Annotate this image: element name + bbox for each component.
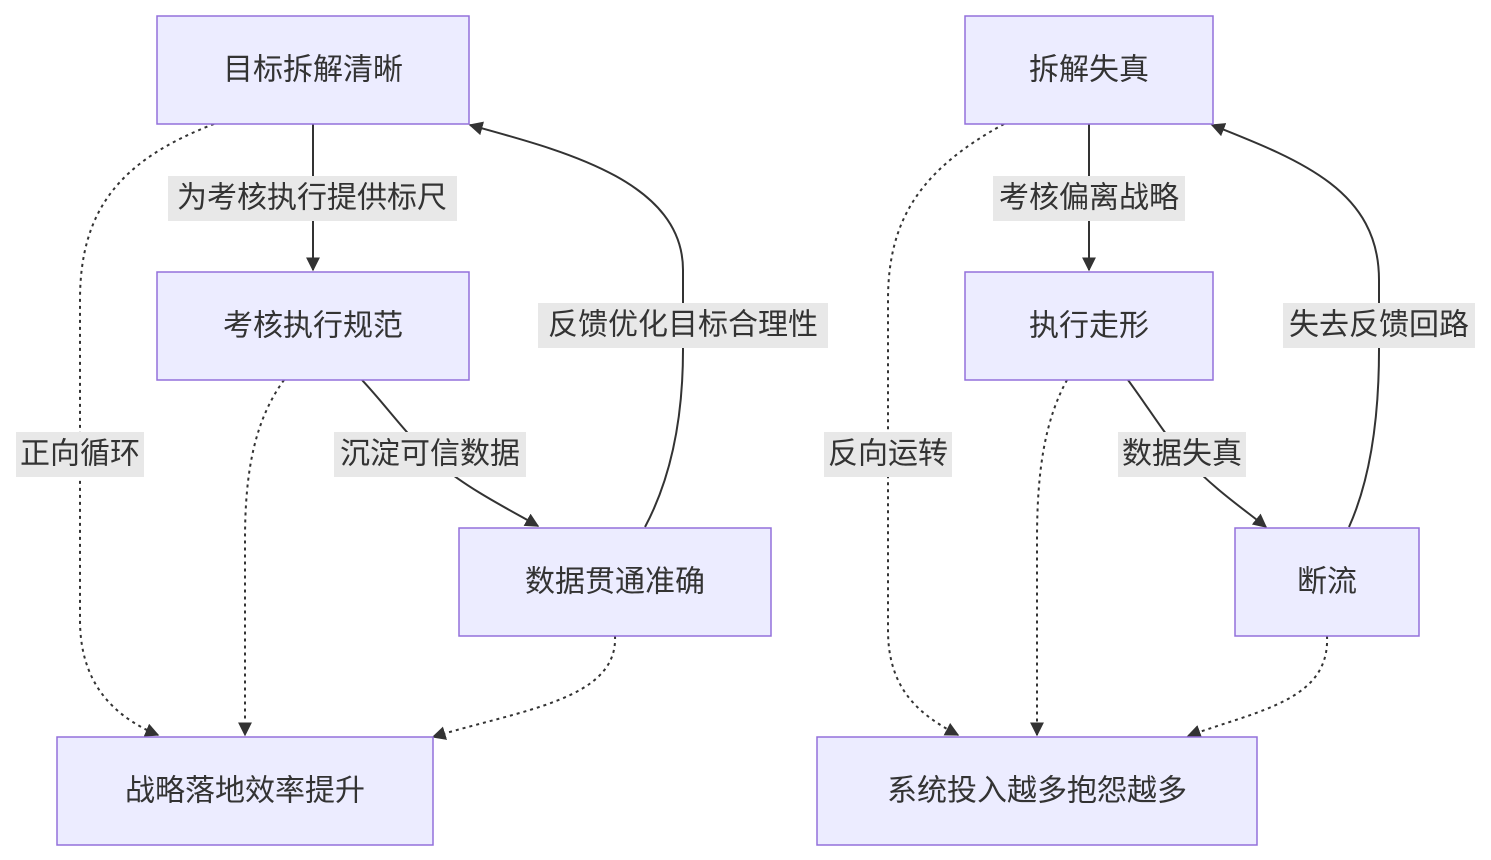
edge-data-to-goal (468, 121, 684, 528)
edge-assess-to-result (238, 379, 285, 737)
node-goal: 目标拆解清晰 (156, 15, 470, 125)
edge-label-split-to-result: 反向运转 (824, 432, 952, 477)
node-label: 目标拆解清晰 (223, 53, 403, 88)
edge-data-to-result (431, 635, 617, 740)
node-assess: 考核执行规范 (156, 271, 470, 381)
edge-cut-to-result (1186, 635, 1329, 739)
edge-label-split-to-exec: 考核偏离战略 (993, 176, 1185, 221)
node-cut: 断流 (1234, 527, 1420, 637)
edge-label-cut-to-split: 失去反馈回路 (1283, 303, 1475, 348)
edge-label-exec-to-cut: 数据失真 (1118, 432, 1246, 477)
edge-label-text: 数据失真 (1122, 437, 1242, 472)
node-label: 数据贯通准确 (525, 565, 705, 600)
node-right-result: 系统投入越多抱怨越多 (816, 736, 1258, 846)
node-split: 拆解失真 (964, 15, 1214, 125)
edge-label-text: 反馈优化目标合理性 (548, 308, 818, 343)
node-label: 执行走形 (1029, 309, 1149, 344)
edge-exec-to-result (1030, 379, 1068, 737)
node-data: 数据贯通准确 (458, 527, 772, 637)
edge-label-goal-to-result: 正向循环 (16, 432, 144, 477)
edge-label-text: 沉淀可信数据 (340, 437, 520, 472)
edge-label-assess-to-data: 沉淀可信数据 (334, 432, 526, 477)
edge-label-data-to-goal: 反馈优化目标合理性 (538, 303, 828, 348)
node-label: 系统投入越多抱怨越多 (887, 774, 1187, 809)
edge-label-text: 为考核执行提供标尺 (177, 181, 447, 216)
node-label: 断流 (1297, 565, 1357, 600)
edge-label-text: 反向运转 (828, 437, 948, 472)
edge-goal-to-result (79, 123, 215, 737)
node-label: 拆解失真 (1029, 53, 1149, 88)
node-label: 战略落地效率提升 (125, 774, 365, 809)
node-label: 考核执行规范 (223, 309, 403, 344)
edge-label-text: 考核偏离战略 (999, 181, 1179, 216)
edge-split-to-result (887, 123, 1005, 736)
node-left-result: 战略落地效率提升 (56, 736, 434, 846)
left-edges (79, 121, 684, 740)
edge-label-text: 正向循环 (20, 437, 140, 472)
edge-cut-to-split (1210, 123, 1380, 528)
edge-label-goal-to-assess: 为考核执行提供标尺 (168, 176, 457, 221)
node-exec: 执行走形 (964, 271, 1214, 381)
edge-label-text: 失去反馈回路 (1289, 308, 1469, 343)
